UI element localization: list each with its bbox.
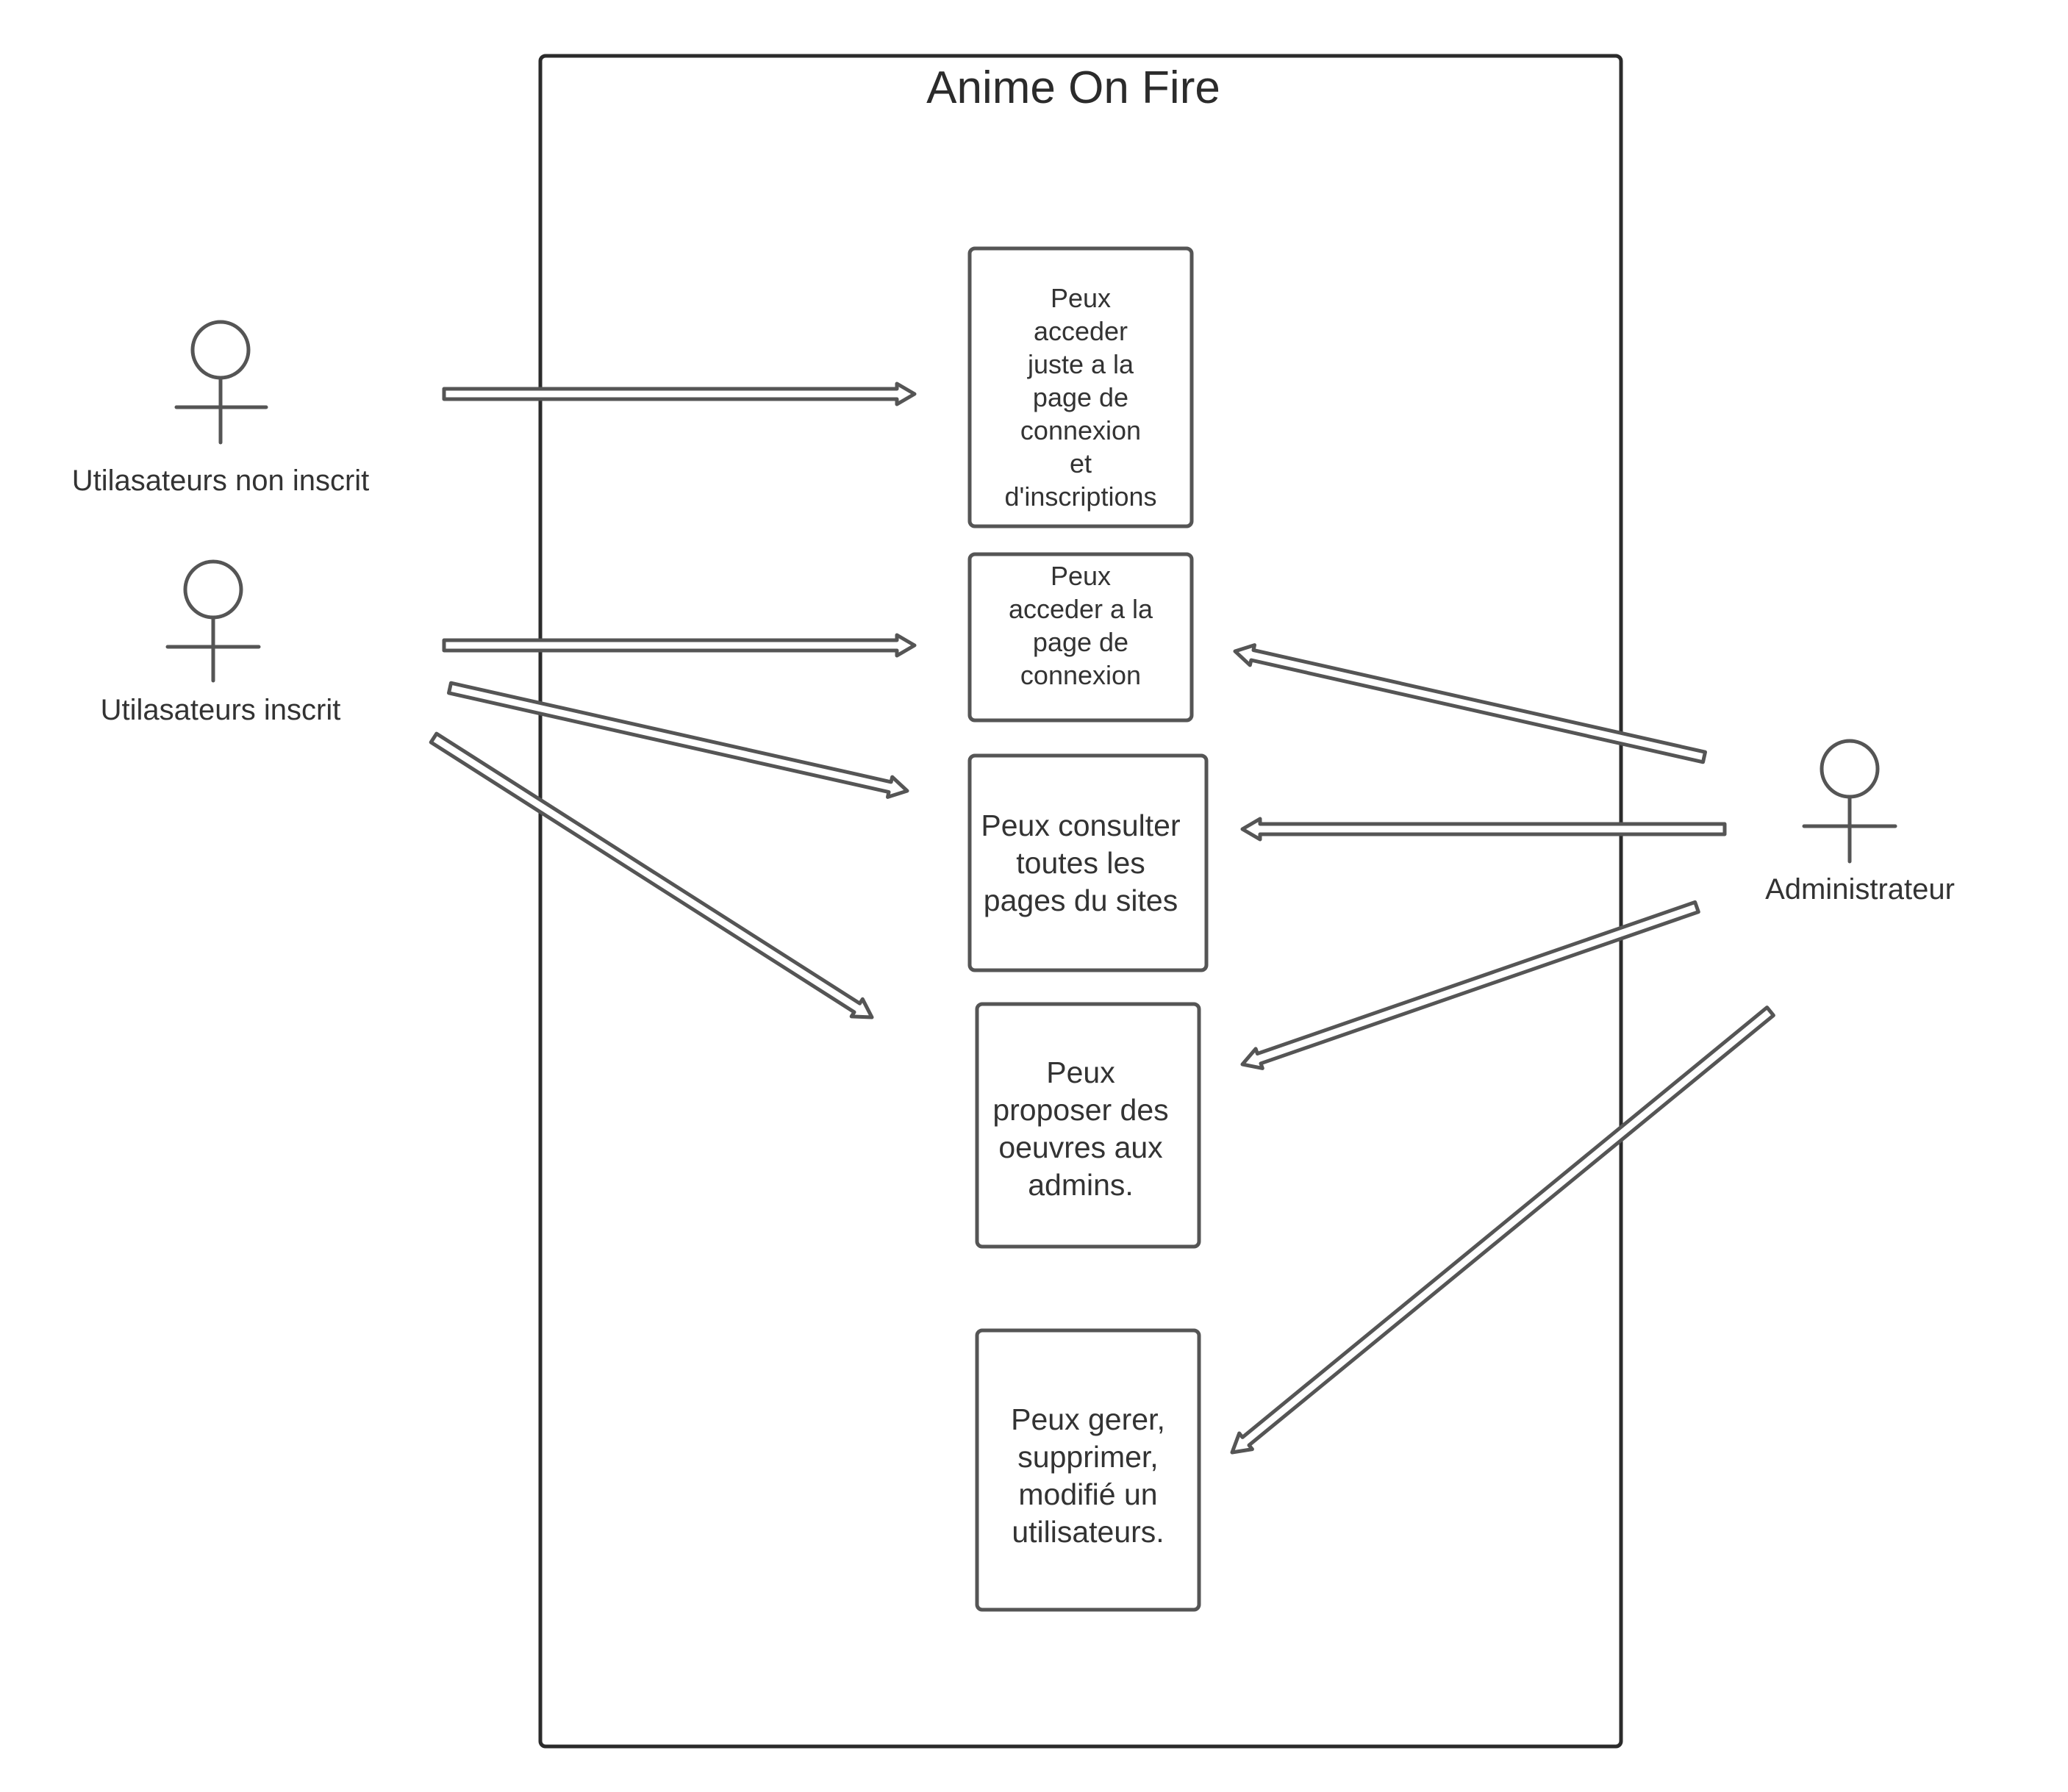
association-arrow-inscrit-to-uc4 bbox=[429, 731, 874, 1019]
association-arrows bbox=[429, 381, 1775, 1455]
use-case-uc1: Peux acceder juste a la page de connexio… bbox=[973, 279, 1188, 515]
use-case-uc4-line: Peux bbox=[1046, 1056, 1115, 1089]
use-case-box-uc4 bbox=[975, 1002, 1201, 1249]
association-arrow-non-inscrit-to-uc1 bbox=[442, 381, 917, 406]
actor-icon-admin bbox=[1802, 739, 1897, 864]
use-case-uc1-line: juste a la bbox=[1027, 348, 1134, 379]
use-case-uc1-line: et bbox=[1069, 448, 1092, 479]
use-case-uc5-line: supprimer, bbox=[1017, 1440, 1159, 1474]
association-arrow-admin-to-uc2 bbox=[1233, 643, 1707, 764]
association-arrow-inscrit-to-uc3 bbox=[447, 681, 909, 799]
use-case-uc2-line: acceder a la bbox=[1008, 594, 1153, 624]
association-arrow-admin-to-uc5 bbox=[1230, 1006, 1775, 1455]
use-case-uc5-line: modifié un bbox=[1018, 1477, 1158, 1511]
actor-label-non-inscrit: Utilasateurs non inscrit bbox=[71, 465, 370, 497]
use-case-uc1-line: acceder bbox=[1033, 315, 1128, 346]
use-case-uc2-line: page de bbox=[1032, 627, 1129, 657]
use-case-uc2-line: Peux bbox=[1050, 561, 1112, 591]
actor-label-inscrit: Utilasateurs inscrit bbox=[100, 694, 341, 726]
use-case-uc4-line: oeuvres aux bbox=[998, 1130, 1163, 1164]
use-case-uc4: Peux proposer des oeuvres aux admins. bbox=[973, 1039, 1188, 1219]
actor-icon-non-inscrit bbox=[174, 320, 268, 445]
association-arrow-admin-to-uc4 bbox=[1240, 900, 1700, 1070]
association-arrow-inscrit-to-uc2 bbox=[442, 633, 917, 658]
use-case-uc3-line: toutes les bbox=[1016, 845, 1145, 880]
use-case-uc2-line: connexion bbox=[1020, 660, 1142, 690]
system-title: Anime On Fire bbox=[926, 62, 1220, 113]
use-case-uc4-line: admins. bbox=[1028, 1168, 1134, 1202]
use-case-box-uc3 bbox=[967, 753, 1209, 972]
actor-label-admin: Administrateur bbox=[1765, 873, 1955, 906]
system-boundary bbox=[538, 54, 1623, 1749]
use-case-uc5-line: Peux gerer, bbox=[1011, 1402, 1165, 1436]
use-case-box-uc2 bbox=[967, 552, 1194, 723]
use-case-box-uc1 bbox=[967, 246, 1194, 528]
use-case-uc1-line: Peux bbox=[1050, 282, 1112, 313]
use-case-uc3-line: Peux consulter bbox=[981, 808, 1181, 842]
use-case-box-uc5 bbox=[975, 1328, 1201, 1612]
use-case-uc5-line: utilisateurs. bbox=[1012, 1515, 1164, 1549]
actor-icon-inscrit bbox=[165, 559, 261, 683]
use-case-uc3-line: pages du sites bbox=[983, 883, 1178, 917]
use-case-uc1-line: page de bbox=[1032, 381, 1129, 412]
association-arrow-admin-to-uc3 bbox=[1240, 817, 1727, 842]
use-case-uc5: Peux gerer, supprimer, modifié un utilis… bbox=[981, 1388, 1195, 1564]
use-case-uc4-line: proposer des bbox=[992, 1093, 1169, 1127]
use-case-uc3: Peux consulter toutes les pages du sites bbox=[973, 789, 1188, 936]
use-case-uc1-line: connexion bbox=[1020, 415, 1142, 445]
use-case-uc2: Peux acceder a la page de connexion bbox=[973, 557, 1188, 694]
use-case-uc1-line: d'inscriptions bbox=[1004, 481, 1157, 512]
